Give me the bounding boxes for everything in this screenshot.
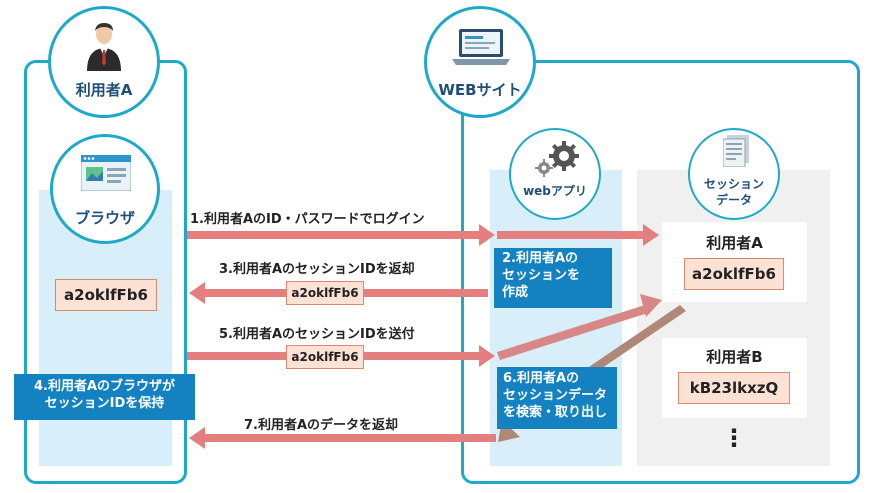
session-card-title: 利用者A	[706, 234, 763, 252]
session-id-value: a2oklfFb6	[684, 258, 784, 290]
laptop-icon	[452, 29, 510, 65]
session-data-label-line1: セッション	[703, 177, 764, 191]
webapp-circle: webアプリ	[509, 128, 601, 220]
more-items-ellipsis: ⋮	[722, 424, 746, 452]
arrow-return-data	[189, 427, 496, 449]
step-4-box: 4.利用者Aのブラウザが セッションIDを保持	[14, 374, 195, 420]
session-card-user-b: 利用者B kB23lkxzQ	[662, 338, 807, 418]
step-1-label: 1.利用者AのID・パスワードでログイン	[190, 212, 425, 227]
step-5-session-id: a2oklfFb6	[286, 345, 364, 369]
session-card-title: 利用者B	[706, 348, 763, 366]
step-5-label: 5.利用者AのセッションIDを送付	[219, 327, 415, 342]
step-6-box: 6.利用者Aの セッションデータ を検索・取り出し	[497, 367, 617, 429]
session-id-value: kB23lkxzQ	[678, 372, 790, 404]
step-3-label: 3.利用者AのセッションIDを返却	[219, 262, 415, 277]
website-label: WEBサイト	[438, 81, 522, 99]
user-label: 利用者A	[75, 81, 133, 99]
step-2-line: セッションを	[502, 268, 581, 283]
session-data-label-line2: データ	[715, 193, 752, 207]
document-icon	[723, 135, 749, 167]
step-6-line: を検索・取り出し	[503, 405, 608, 420]
session-data-circle: セッション データ	[688, 128, 780, 220]
browser-session-id: a2oklfFb6	[55, 279, 157, 311]
website-circle: WEBサイト	[424, 6, 536, 118]
step-2-line: 作成	[502, 285, 529, 300]
gears-icon	[535, 141, 579, 177]
step-3-session-id: a2oklfFb6	[286, 281, 364, 305]
step-2-box: 2.利用者Aの セッションを 作成	[494, 248, 612, 308]
arrow-create-session	[497, 224, 659, 246]
arrow-login	[187, 224, 495, 246]
step-4-line: セッションIDを保持	[44, 396, 165, 411]
browser-window-icon	[81, 155, 131, 191]
browser-label: ブラウザ	[74, 209, 135, 227]
user-circle: 利用者A	[48, 6, 160, 118]
webapp-label: webアプリ	[523, 184, 587, 198]
step-6-line: セッションデータ	[503, 388, 608, 403]
businessman-icon	[87, 23, 121, 71]
step-7-label: 7.利用者Aのデータを返却	[244, 418, 399, 433]
browser-circle: ブラウザ	[50, 134, 160, 244]
step-2-line: 2.利用者Aの	[502, 251, 579, 266]
step-6-line: 6.利用者Aの	[503, 371, 580, 386]
arrow-search-session	[497, 294, 662, 360]
step-4-line: 4.利用者Aのブラウザが	[33, 379, 176, 394]
session-card-user-a: 利用者A a2oklfFb6	[662, 222, 807, 302]
